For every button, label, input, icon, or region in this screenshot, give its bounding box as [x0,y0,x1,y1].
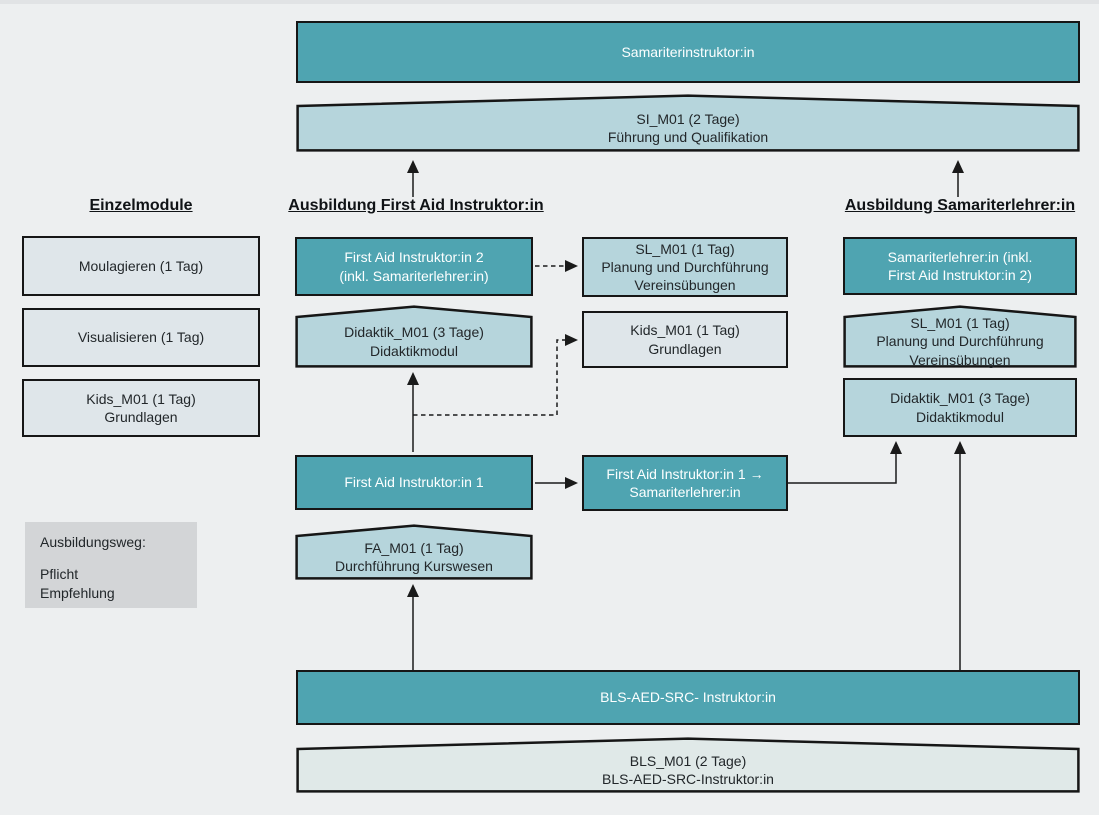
module-sl-m01-rechts: SL_M01 (1 Tag) Planung und Durchführung … [843,305,1077,368]
node-kids-m01-mitte: Kids_M01 (1 Tag) Grundlagen [582,311,788,368]
module-bls-m01: BLS_M01 (2 Tage) BLS-AED-SRC-Instruktor:… [296,737,1080,793]
node-fa1-zu-samariterlehrer: First Aid Instruktor:in 1 → Samariterleh… [582,455,788,511]
page-top-edge [0,0,1099,4]
node-samariterinstruktor: Samariterinstruktor:in [296,21,1080,83]
node-visualisieren: Visualisieren (1 Tag) [22,308,260,367]
legend-title: Ausbildungsweg: [40,534,146,550]
header-ausbildung-samariterlehrer: Ausbildung Samariterlehrer:in [844,197,1076,214]
header-ausbildung-first-aid: Ausbildung First Aid Instruktor:in [288,197,544,214]
node-kids-einzelmodul: Kids_M01 (1 Tag) Grundlagen [22,379,260,437]
node-samariterlehrer: Samariterlehrer:in (inkl. First Aid Inst… [843,237,1077,295]
module-label: SI_M01 (2 Tage) Führung und Qualifikatio… [607,110,769,145]
node-didaktik-m01-rechts: Didaktik_M01 (3 Tage) Didaktikmodul [843,378,1077,437]
legend-pflicht-label: Pflicht [40,566,79,582]
module-didaktik-m01-first-aid: Didaktik_M01 (3 Tage) Didaktikmodul [295,305,533,368]
arrow-dashed-to-kids [413,334,578,416]
header-einzelmodule: Einzelmodule [89,197,193,214]
node-first-aid-instruktor-1: First Aid Instruktor:in 1 [295,455,533,510]
node-first-aid-instruktor-2: First Aid Instruktor:in 2 (inkl. Samarit… [295,237,533,296]
node-label: Samariterinstruktor:in [621,43,755,60]
arrow-transfer-to-didaktik-right [788,441,902,484]
module-si-m01: SI_M01 (2 Tage) Führung und Qualifikatio… [296,94,1080,152]
module-fa-m01: FA_M01 (1 Tag) Durchführung Kurswesen [295,524,533,580]
node-bls-instruktor: BLS-AED-SRC- Instruktor:in [296,670,1080,725]
node-moulagieren: Moulagieren (1 Tag) [22,236,260,296]
legend-ausbildungsweg: Ausbildungsweg: Pflicht Empfehlung [25,522,197,608]
node-sl-m01-planung-mitte: SL_M01 (1 Tag) Planung und Durchführung … [582,237,788,297]
legend-empfehlung-label: Empfehlung [40,585,115,601]
